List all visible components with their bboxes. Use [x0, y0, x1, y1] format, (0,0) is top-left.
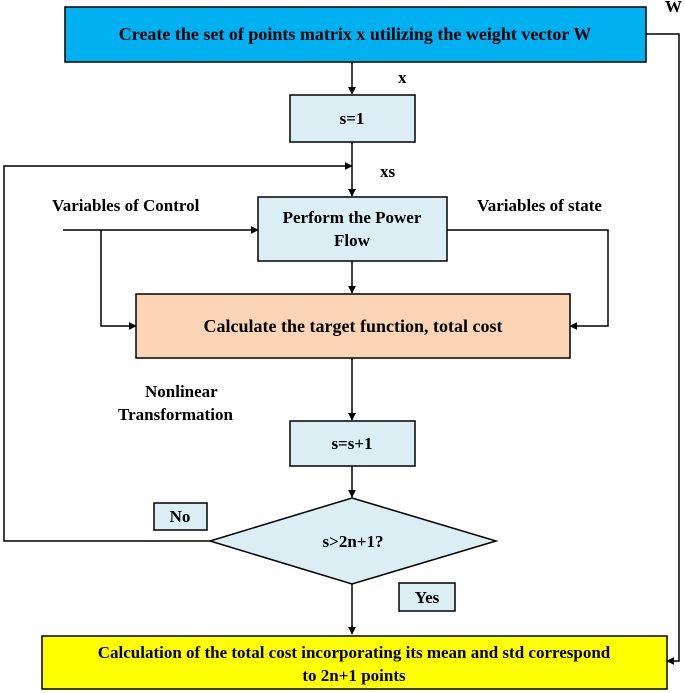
arrow-control-to-target [100, 230, 137, 330]
label-xs: xs [380, 162, 396, 181]
label-control-vars: Variables of Control [52, 196, 200, 215]
yes-badge-text: Yes [415, 588, 440, 607]
power-flow-text-line1: Perform the Power [283, 208, 422, 227]
node-increment-s: s=s+1 [289, 420, 416, 467]
node-power-flow: Perform the Power Flow [257, 196, 448, 262]
arrow-state-to-target [447, 229, 609, 330]
node-create-points: Create the set of points matrix x utiliz… [64, 6, 647, 63]
label-state-vars: Variables of state [477, 196, 602, 215]
label-x: x [398, 68, 407, 87]
badge-yes: Yes [398, 582, 456, 612]
label-nonlinear-line1: Nonlinear [145, 382, 218, 401]
node-decision: s>2n+1? [207, 497, 499, 585]
final-text-line1: Calculation of the total cost incorporat… [98, 643, 611, 662]
increment-s-text: s=s+1 [331, 434, 372, 453]
init-s-text: s=1 [340, 109, 365, 128]
no-badge-text: No [170, 507, 191, 526]
power-flow-text-line2: Flow [334, 231, 371, 250]
final-text-line2: to 2n+1 points [302, 666, 406, 685]
node-target-function: Calculate the target function, total cos… [135, 293, 571, 359]
node-init-s: s=1 [289, 94, 416, 143]
arrow-no-loop [3, 162, 353, 542]
badge-no: No [153, 502, 208, 531]
node-final-calculation: Calculation of the total cost incorporat… [41, 635, 668, 690]
label-w: W [665, 0, 682, 16]
arrow-w-to-final [646, 33, 680, 665]
label-nonlinear-line2: Transformation [118, 405, 233, 424]
target-function-text: Calculate the target function, total cos… [204, 316, 503, 336]
create-points-text: Create the set of points matrix x utiliz… [119, 24, 591, 44]
decision-text: s>2n+1? [323, 532, 384, 551]
